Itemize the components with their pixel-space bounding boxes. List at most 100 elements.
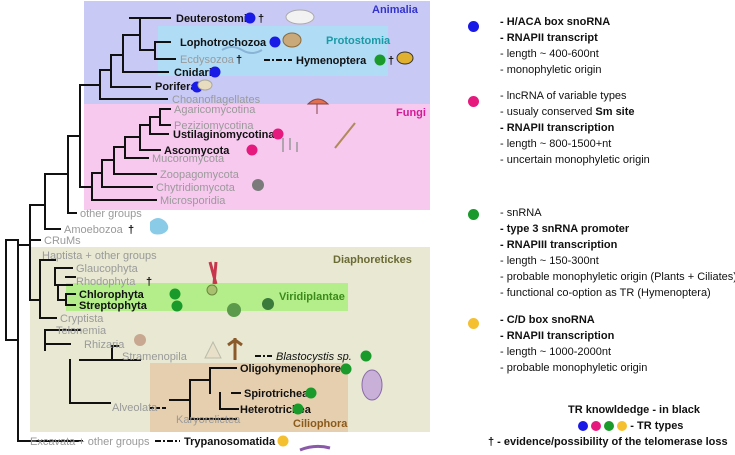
amoeba-icon <box>150 218 169 235</box>
dagger-deuterostomia: † <box>258 13 264 25</box>
mold-icon <box>282 138 298 152</box>
legend-magenta-0: - lncRNA of variable types <box>500 90 627 102</box>
taxon-hymenoptera: Hymenoptera <box>296 55 367 67</box>
taxon-ecdysozoa: Ecdysozoa <box>180 54 235 66</box>
taxon-agaricomycotina: Agaricomycotina <box>174 104 256 116</box>
taxon-ascomycota: Ascomycota <box>164 145 230 157</box>
dot-ascomycota <box>246 144 258 156</box>
organism-illustrations <box>134 9 414 452</box>
taxon-amoebozoa: Amoebozoa <box>64 224 124 236</box>
legend-blue-3: - monophyletic origin <box>500 64 602 76</box>
dot-spirotrichea <box>305 387 317 399</box>
hyphae-icon <box>334 122 356 149</box>
taxon-chytridiomycota: Chytridiomycota <box>156 182 236 194</box>
mouse-icon <box>285 9 315 25</box>
daggers: † † † † † <box>128 13 394 288</box>
taxon-mucoromycota: Mucoromycota <box>152 153 225 165</box>
taxon-microsporidia: Microsporidia <box>160 195 226 207</box>
taxon-glaucophyta: Glaucophyta <box>76 263 139 275</box>
legend-green-2: - RNAPIII transcription <box>500 239 618 251</box>
group-diaphoretickes: Diaphoretickes <box>333 254 412 266</box>
dot-ustilaginomycotina <box>272 128 284 140</box>
footer-knowledge: TR knowldedge - in black <box>568 404 701 416</box>
taxon-blastocystis: Blastocystis sp. <box>276 351 352 363</box>
bee-icon <box>396 51 414 65</box>
taxon-zoopagomycota: Zoopagomycota <box>160 169 240 181</box>
legend-magenta-1: - usualy conserved <box>500 106 596 118</box>
green-alga-icon <box>206 284 218 296</box>
legend-green: - snRNA - type 3 snRNA promoter - RNAPII… <box>500 205 735 301</box>
tree-branches <box>5 17 241 442</box>
taxon-peziziomycotina: Peziziomycotina <box>174 120 254 132</box>
dagger-ecdysozoa: † <box>236 54 242 66</box>
taxon-spirotrichea: Spirotrichea <box>244 388 309 400</box>
legend-magenta-4: - length ~ 800-1500+nt <box>500 138 612 150</box>
footer-dot-green <box>604 421 615 432</box>
group-ciliophora: Ciliophora <box>293 418 348 430</box>
legend-magenta: - lncRNA of variable types - usualy cons… <box>500 88 650 168</box>
taxon-stramenopila: Stramenopila <box>122 351 188 363</box>
dot-heterotrichea <box>292 403 304 415</box>
mushroom-icon <box>306 98 330 114</box>
dot-hymenoptera <box>374 54 386 66</box>
trypanosome-icon <box>299 444 331 452</box>
plant-icon <box>262 298 274 310</box>
legend-blue-0: - H/ACA box snoRNA <box>500 16 611 28</box>
legend-yellow-1: - RNAPII transcription <box>500 330 615 342</box>
snail-icon <box>282 32 302 48</box>
diatom-icon <box>204 340 222 359</box>
taxon-chlorophyta: Chlorophyta <box>79 289 145 301</box>
dot-streptophyta <box>171 300 183 312</box>
moss-icon <box>227 303 241 317</box>
legend-blue: - H/ACA box snoRNA - RNAPII transcript -… <box>500 14 610 78</box>
dot-chlorophyta <box>169 288 181 300</box>
ciliophora-box <box>150 363 348 432</box>
legend-yellow-2: - length ~ 1000-2000nt <box>500 346 612 358</box>
taxon-crums: CRuMs <box>44 235 81 247</box>
legend-dot-blue <box>468 21 479 32</box>
taxon-deuterostomia: Deuterostomia <box>176 13 254 25</box>
legend-green-5: - functional co-option as TR (Hymenopter… <box>500 287 711 299</box>
jellyfish-icon <box>197 79 213 91</box>
dot-blastocystis <box>360 350 372 362</box>
taxon-streptophyta: Streptophyta <box>79 300 148 312</box>
group-viridiplantae: Viridiplantae <box>279 291 345 303</box>
legend-dot-green <box>468 209 479 220</box>
taxon-haptista: Haptista + other groups <box>42 250 157 262</box>
red-alga-icon <box>208 261 218 285</box>
taxon-alveolata: Alveolata <box>112 402 158 414</box>
legend-yellow-3: - probable monophyletic origin <box>500 362 648 374</box>
legend-yellow: - C/D box snoRNA - RNAPII transcription … <box>500 312 647 376</box>
legend-magenta-5: - uncertain monophyletic origin <box>500 154 650 166</box>
dot-cnidaria <box>209 66 221 78</box>
dot-lophotrochozoa <box>269 36 281 48</box>
taxon-choanoflagellates: Choanoflagellates <box>172 94 261 106</box>
tr-dots <box>169 12 386 447</box>
legend-blue-2: - length ~ 400-600nt <box>500 48 599 60</box>
taxon-cnidaria: Cnidaria <box>174 67 219 79</box>
dashed-connectors <box>150 59 292 442</box>
legend-magenta-3: - RNAPII transcription <box>500 122 615 134</box>
dot-oligohymenophorea <box>340 363 352 375</box>
taxon-oligohymenophorea: Oligohymenophorea <box>240 363 348 375</box>
viridiplantae-box <box>66 283 348 311</box>
kelp-icon <box>227 338 243 360</box>
footer-dot-yellow <box>617 421 628 432</box>
dot-deuterostomia <box>244 12 256 24</box>
dot-trypanosomatida <box>277 435 289 447</box>
legend-magenta-2: Sm site <box>595 106 635 118</box>
taxon-karyorelictea: Karyorelictea <box>176 414 241 426</box>
legend-blue-1: - RNAPII transcript <box>500 32 598 44</box>
dagger-hymenoptera: † <box>388 55 394 67</box>
legend-magenta-1-line: - usualy conserved Sm site <box>500 104 650 120</box>
rhizaria-icon <box>134 334 146 346</box>
group-protostomia: Protostomia <box>326 35 391 47</box>
legend-dot-magenta <box>468 96 479 107</box>
footer-types: - TR types <box>630 420 684 432</box>
legend-green-4: - probable monophyletic origin (Plants +… <box>500 271 735 283</box>
taxon-porifera: Porifera <box>155 81 197 93</box>
legend-dot-yellow <box>468 318 479 329</box>
worm-icon <box>221 46 263 54</box>
dagger-rhodophyta: † <box>146 276 152 288</box>
legend-green-1: - type 3 snRNA promoter <box>500 223 630 235</box>
